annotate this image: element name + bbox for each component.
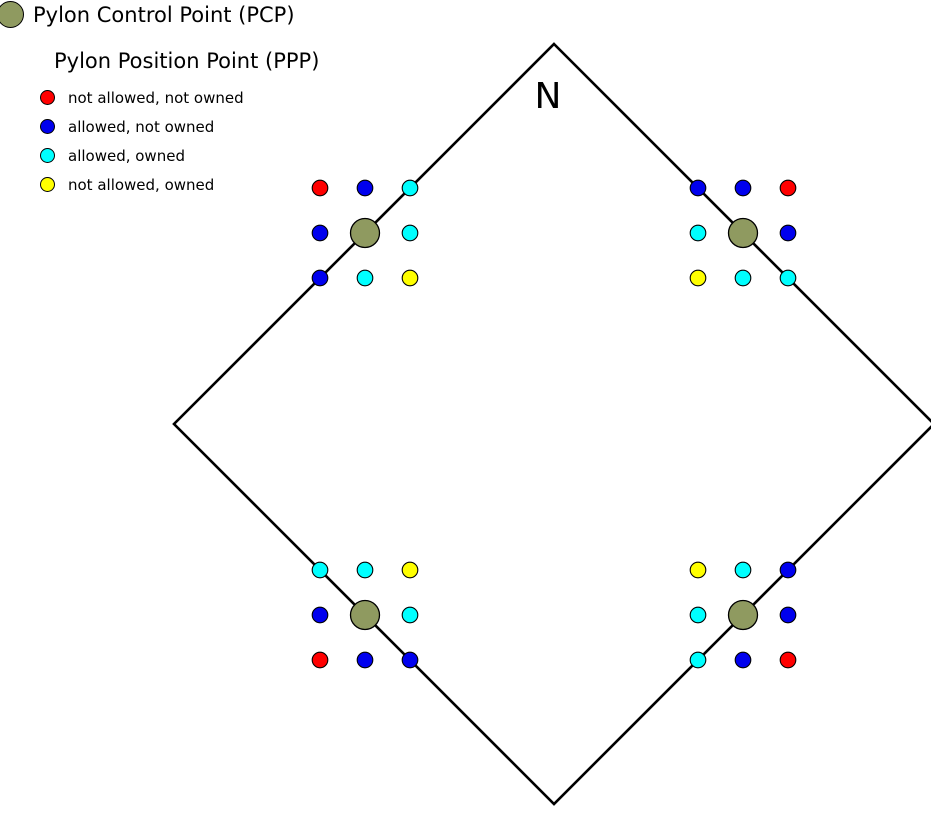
ppp-bottom-left-blue-dot-icon: [311, 606, 329, 624]
ppp-bottom-right-cyan-dot-icon: [689, 651, 707, 669]
legend-item-label: not allowed, not owned: [68, 88, 244, 107]
ppp-top-right-blue-dot-icon: [779, 224, 797, 242]
ppp-bottom-left-cyan-dot-icon: [401, 606, 419, 624]
ppp-top-left-red-dot-icon: [311, 179, 329, 197]
ppp-top-right-cyan-dot-icon: [689, 224, 707, 242]
compass-north-label: N: [535, 76, 562, 117]
ppp-bottom-left-cyan-dot-icon: [356, 561, 374, 579]
ppp-top-left-yellow-dot-icon: [401, 269, 419, 287]
yellow-dot-icon: [40, 177, 55, 192]
pcp-legend-label: Pylon Control Point (PCP): [33, 2, 295, 27]
pcp-top-right: [727, 217, 759, 249]
ppp-top-left-blue-dot-icon: [356, 179, 374, 197]
ppp-bottom-right-blue-dot-icon: [779, 606, 797, 624]
ppp-bottom-left-cyan-dot-icon: [311, 561, 329, 579]
blue-dot-icon: [40, 119, 55, 134]
legend-item-label: allowed, owned: [68, 146, 185, 165]
ppp-bottom-right-yellow-dot-icon: [689, 561, 707, 579]
ppp-bottom-right-blue-dot-icon: [734, 651, 752, 669]
legend-item-yellow: not allowed, owned: [40, 170, 244, 199]
pcp-legend-row: Pylon Control Point (PCP): [0, 1, 295, 28]
ppp-top-right-cyan-dot-icon: [734, 269, 752, 287]
ppp-bottom-left-yellow-dot-icon: [401, 561, 419, 579]
pcp-bottom-left: [349, 599, 381, 631]
legend-item-label: allowed, not owned: [68, 117, 215, 136]
ppp-top-left-blue-dot-icon: [311, 269, 329, 287]
ppp-top-right-blue-dot-icon: [689, 179, 707, 197]
ppp-bottom-right-cyan-dot-icon: [689, 606, 707, 624]
pcp-icon: [0, 1, 24, 28]
ppp-top-left-cyan-dot-icon: [401, 179, 419, 197]
ppp-bottom-right-red-dot-icon: [779, 651, 797, 669]
course-outline: [172, 42, 931, 806]
legend-item-red: not allowed, not owned: [40, 83, 244, 112]
ppp-top-right-blue-dot-icon: [734, 179, 752, 197]
ppp-top-right-red-dot-icon: [779, 179, 797, 197]
ppp-bottom-left-blue-dot-icon: [401, 651, 419, 669]
ppp-bottom-right-blue-dot-icon: [779, 561, 797, 579]
pcp-bottom-right: [727, 599, 759, 631]
ppp-top-left-blue-dot-icon: [311, 224, 329, 242]
ppp-bottom-left-red-dot-icon: [311, 651, 329, 669]
ppp-bottom-left-blue-dot-icon: [356, 651, 374, 669]
ppp-top-left-cyan-dot-icon: [356, 269, 374, 287]
legend-item-label: not allowed, owned: [68, 175, 215, 194]
ppp-bottom-right-cyan-dot-icon: [734, 561, 752, 579]
ppp-top-right-yellow-dot-icon: [689, 269, 707, 287]
ppp-legend-title: Pylon Position Point (PPP): [54, 49, 320, 73]
pcp-top-left: [349, 217, 381, 249]
red-dot-icon: [40, 90, 55, 105]
legend-item-cyan: allowed, owned: [40, 141, 244, 170]
legend-items: not allowed, not owned allowed, not owned…: [40, 83, 244, 199]
ppp-top-right-cyan-dot-icon: [779, 269, 797, 287]
ppp-top-left-cyan-dot-icon: [401, 224, 419, 242]
cyan-dot-icon: [40, 148, 55, 163]
legend-item-blue: allowed, not owned: [40, 112, 244, 141]
